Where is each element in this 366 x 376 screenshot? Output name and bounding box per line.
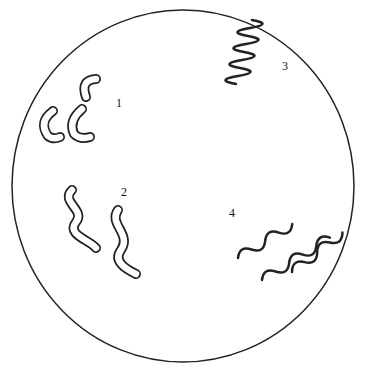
spirillum-cell-fill [116, 210, 136, 274]
vibrio-group [44, 79, 96, 138]
vibrio-cell [44, 111, 60, 138]
vibrio-cell [84, 79, 96, 97]
vibrio-cell [72, 109, 90, 138]
spirochete-tight [225, 20, 262, 84]
spirochete-cell [289, 229, 346, 276]
vibrio-cell-fill [44, 111, 60, 138]
field-circle [12, 10, 354, 362]
spirochete-cell [259, 233, 332, 284]
vibrio-cell-fill [72, 109, 90, 138]
spirillum-cell [69, 190, 96, 248]
spirillum-group [69, 190, 136, 274]
callout-number: 1 [116, 97, 122, 109]
callout-number: 3 [282, 60, 288, 72]
spirochete-group [235, 220, 345, 284]
callout-number: 2 [121, 186, 127, 198]
spirillum-cell-fill [69, 190, 96, 248]
spirochete-cell [235, 220, 295, 262]
callout-number: 4 [229, 207, 235, 219]
vibrio-cell-fill [84, 79, 96, 97]
spirillum-cell [116, 210, 136, 274]
